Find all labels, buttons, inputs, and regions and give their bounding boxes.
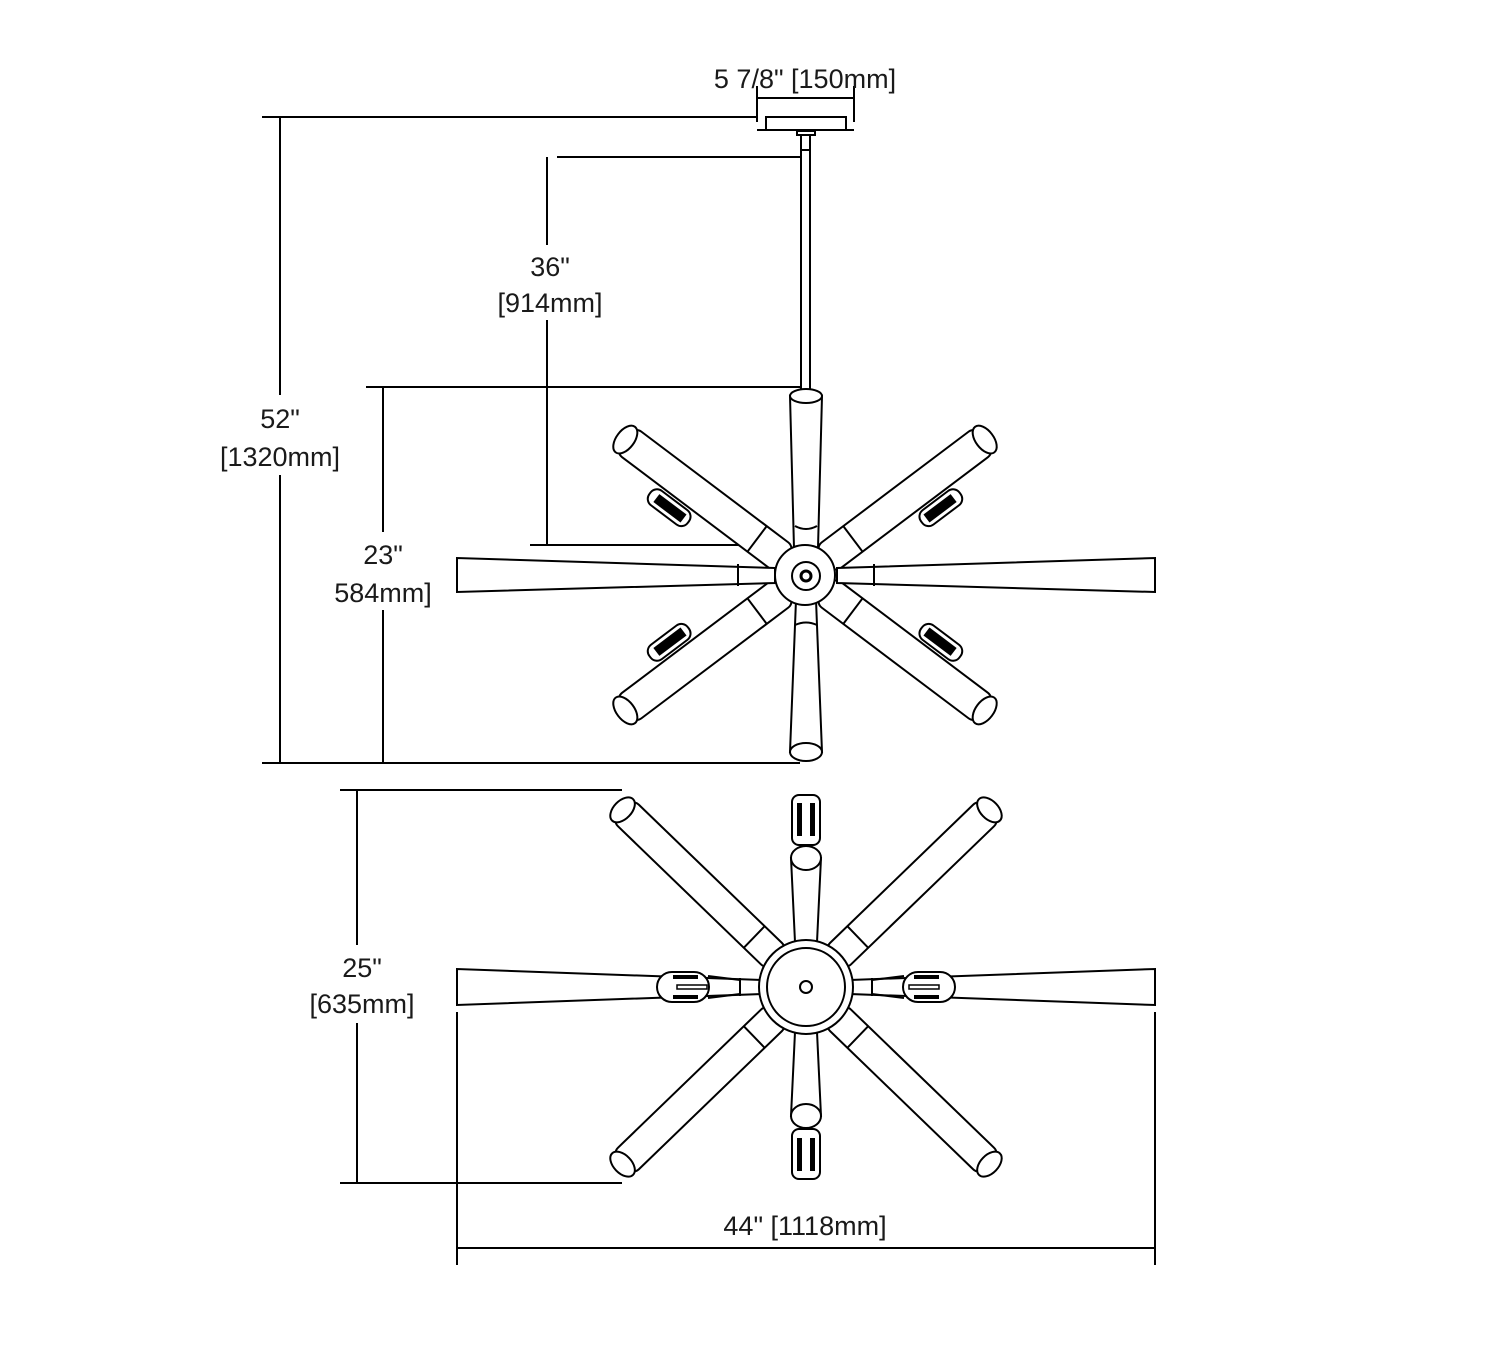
plan-vertical-arms	[789, 794, 823, 1180]
fixture-depth-imperial: 25"	[342, 953, 382, 983]
canopy-width-label: 5 7/8" [150mm]	[714, 64, 896, 94]
dimension-fixture-depth: 25" [635mm]	[300, 789, 622, 1184]
fixture-width-label: 44" [1118mm]	[723, 1211, 886, 1241]
fixture-height-imperial: 23"	[363, 540, 403, 570]
canopy	[757, 116, 854, 393]
plan-hub	[758, 939, 854, 1035]
vertical-arms	[788, 388, 824, 762]
stem-length-metric: [914mm]	[497, 288, 602, 318]
dimension-stem-length: 36" [914mm]	[490, 156, 800, 546]
side-elevation-view	[456, 116, 1156, 762]
diagonal-arms	[612, 424, 998, 726]
dimension-canopy-width: 5 7/8" [150mm]	[714, 64, 896, 122]
stem-length-imperial: 36"	[530, 252, 570, 282]
dimension-fixture-height: 23" 584mm]	[325, 386, 800, 763]
fixture-height-metric: 584mm]	[334, 578, 432, 608]
plan-view	[456, 794, 1156, 1180]
overall-height-metric: [1320mm]	[220, 442, 340, 472]
dimension-fixture-width: 44" [1118mm]	[456, 1012, 1156, 1265]
fixture-depth-metric: [635mm]	[309, 989, 414, 1019]
hub	[774, 544, 836, 606]
overall-height-imperial: 52"	[260, 404, 300, 434]
dimension-overall-height: 52" [1320mm]	[205, 116, 800, 764]
